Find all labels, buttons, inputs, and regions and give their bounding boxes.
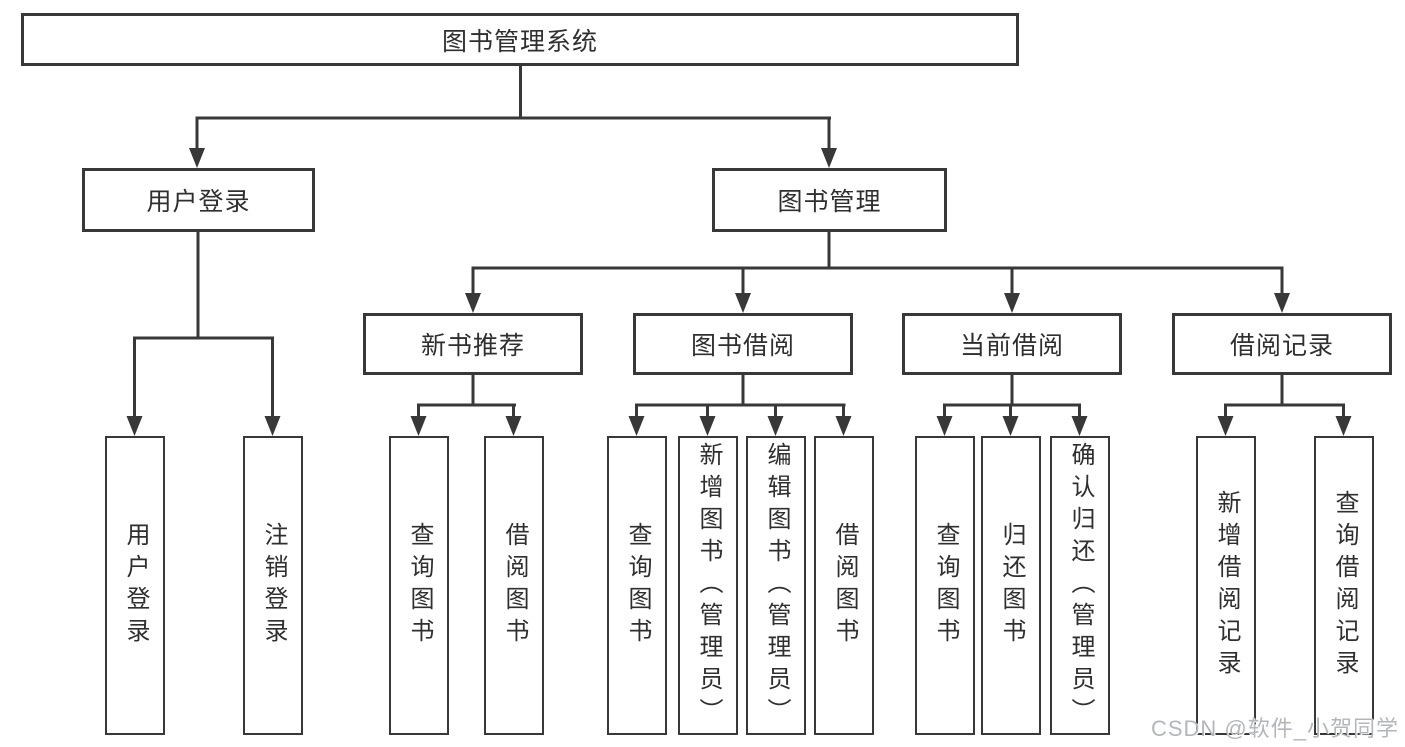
leaf-query-borrow-record: 查询借阅记录 — [1314, 436, 1374, 735]
leaf-user-login: 用户登录 — [105, 436, 165, 735]
leaf-return-books: 归还图书 — [981, 436, 1041, 735]
connector-borrow-to-leaves — [628, 375, 852, 436]
leaf-borrow-books: 借阅图书 — [814, 436, 874, 735]
node-borrow-records: 借阅记录 — [1172, 313, 1392, 375]
leaf-confirm-return-admin: 确认归还（管理员） — [1050, 436, 1110, 735]
leaf-query-books-current: 查询图书 — [915, 436, 975, 735]
leaf-query-books-borrow: 查询图书 — [607, 436, 667, 735]
connector-userlogin-to-leaves — [126, 232, 281, 436]
node-current-borrow: 当前借阅 — [902, 313, 1122, 375]
node-library-system: 图书管理系统 — [21, 13, 1019, 66]
node-user-login: 用户登录 — [82, 168, 315, 232]
connector-root-to-level2 — [189, 66, 837, 168]
node-book-management: 图书管理 — [712, 168, 947, 232]
leaf-query-books-recommend: 查询图书 — [389, 436, 449, 735]
leaf-add-borrow-record: 新增借阅记录 — [1196, 436, 1256, 735]
connector-current-to-leaves — [936, 375, 1088, 436]
connector-bookmgmt-to-level3 — [465, 232, 1290, 313]
node-book-borrow: 图书借阅 — [633, 313, 853, 375]
leaf-add-books-admin: 新增图书（管理员） — [678, 436, 738, 735]
connector-newbook-to-leaves — [410, 375, 522, 436]
leaf-borrow-books-recommend: 借阅图书 — [484, 436, 544, 735]
leaf-logout: 注销登录 — [243, 436, 303, 735]
connector-records-to-leaves — [1217, 375, 1352, 436]
csdn-watermark: CSDN @软件_小贺同学 — [1150, 716, 1399, 741]
leaf-edit-books-admin: 编辑图书（管理员） — [746, 436, 806, 735]
node-new-book-recommend: 新书推荐 — [363, 313, 583, 375]
